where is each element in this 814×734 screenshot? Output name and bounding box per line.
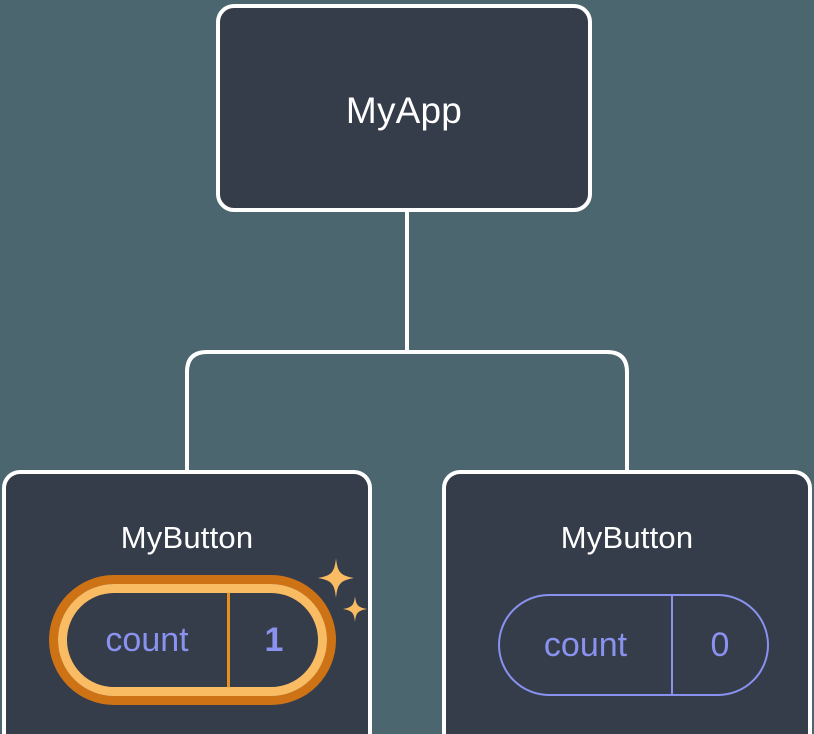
- node-title-mybutton-0: MyButton: [120, 520, 254, 555]
- state-pill-highlighted[interactable]: count 1: [49, 575, 336, 705]
- node-title-myapp: MyApp: [345, 90, 463, 131]
- pill-glow-ring-inner: [58, 584, 327, 696]
- tree-node-myapp[interactable]: MyApp: [216, 4, 592, 212]
- connector-bracket: [185, 350, 629, 470]
- pill-glow-ring-outer: [49, 575, 336, 705]
- tree-node-mybutton-1[interactable]: MyButton count 0: [442, 470, 812, 734]
- state-key-label-0: count: [67, 593, 230, 687]
- state-pill-plain[interactable]: count 0: [498, 594, 769, 696]
- node-title-mybutton-1: MyButton: [560, 520, 694, 555]
- state-pill-content-0: count 1: [67, 593, 318, 687]
- state-value-label-0: 1: [264, 620, 284, 659]
- tree-node-mybutton-0[interactable]: MyButton count 1: [2, 470, 372, 734]
- state-key-label-1: count: [500, 596, 673, 694]
- state-value-label-1: 0: [710, 625, 730, 664]
